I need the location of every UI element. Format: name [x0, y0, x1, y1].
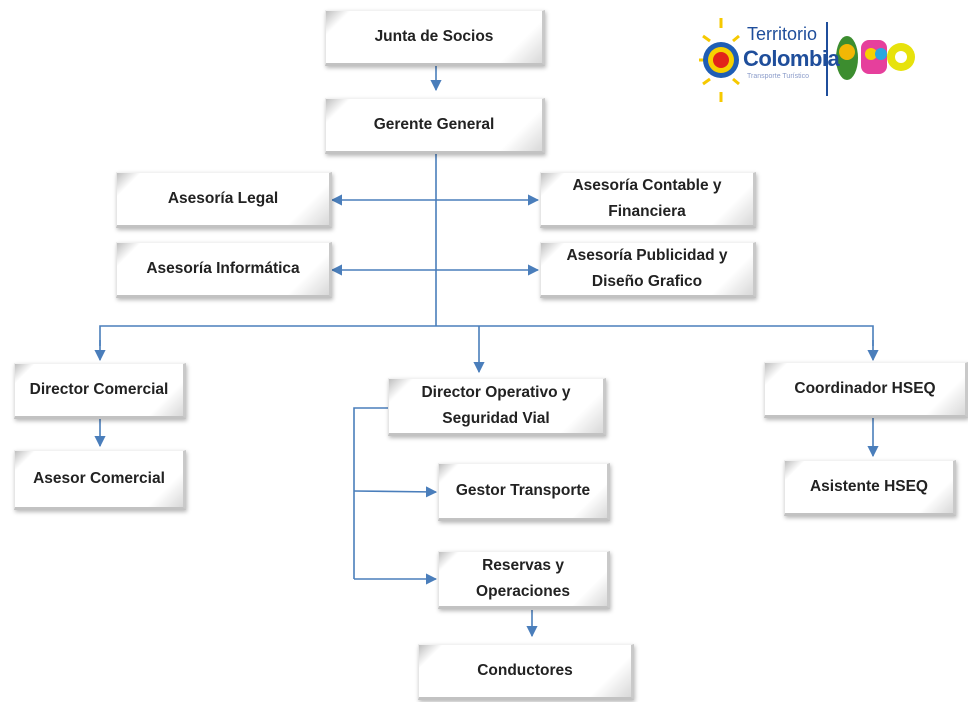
node-junta-de-socios: Junta de Socios	[325, 10, 545, 66]
arrow-to-gestor	[353, 486, 438, 498]
operativo-branch	[353, 407, 388, 579]
node-director-operativo: Director Operativo y Seguridad Vial	[388, 378, 606, 436]
node-asesor-comercial: Asesor Comercial	[14, 450, 186, 510]
logo-graphic-icon	[699, 18, 915, 102]
logo-text-colombia: Colombia	[743, 46, 840, 71]
logo-text-territorio: Territorio	[747, 24, 818, 44]
node-gestor-transporte: Gestor Transporte	[438, 463, 610, 521]
horizontal-bus	[99, 325, 874, 346]
territorio-colombia-logo: Territorio Colombia Transporte Turístico	[695, 10, 925, 110]
node-conductores: Conductores	[418, 644, 634, 700]
node-asesoria-contable: Asesoría Contable y Financiera	[540, 172, 756, 228]
node-director-comercial: Director Comercial	[14, 363, 186, 419]
node-gerente-general: Gerente General	[325, 98, 545, 154]
node-reservas-operaciones: Reservas y Operaciones	[438, 551, 610, 609]
node-asesoria-publicidad: Asesoría Publicidad y Diseño Grafico	[540, 242, 756, 298]
logo-tagline: Transporte Turístico	[747, 73, 809, 80]
node-asesoria-informatica: Asesoría Informática	[116, 242, 332, 298]
node-coordinador-hseq: Coordinador HSEQ	[764, 362, 968, 418]
node-asesoria-legal: Asesoría Legal	[116, 172, 332, 228]
node-asistente-hseq: Asistente HSEQ	[784, 460, 956, 516]
